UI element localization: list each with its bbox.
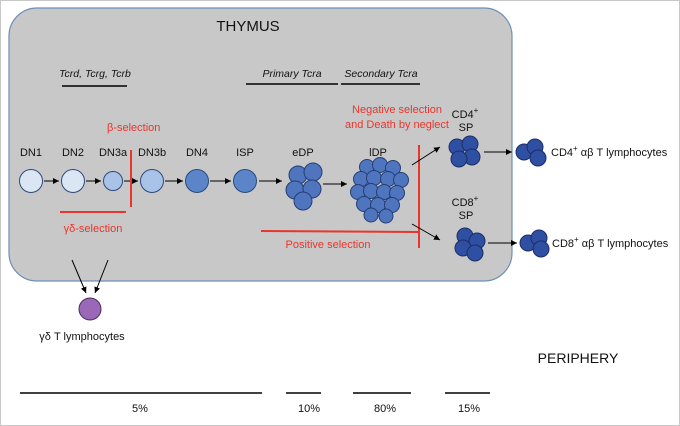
cd4-sp-label: CD4+ xyxy=(452,106,479,121)
gd-selection-label: γδ-selection xyxy=(64,223,123,235)
cd8-sp-sublabel: SP xyxy=(459,210,474,222)
gd-lineage-arrows xyxy=(71,259,109,294)
positive-selection-label: Positive selection xyxy=(286,239,371,251)
sp-branch-arrows xyxy=(411,146,441,241)
cell-dn3a xyxy=(103,171,123,191)
gene-label-early: Tcrd, Tcrg, Tcrb xyxy=(59,68,131,80)
cell-cluster-ldp xyxy=(350,157,409,224)
negative-selection-label-line2: and Death by neglect xyxy=(345,119,449,131)
negative-selection-label-line1: Negative selection xyxy=(352,104,442,116)
cell-gd-lymphocyte xyxy=(78,297,102,321)
periphery-label: PERIPHERY xyxy=(538,350,619,366)
cell-cluster-cd8-periphery xyxy=(519,229,550,258)
stage-label-dn3b: DN3b xyxy=(138,147,166,159)
gene-label-primary: Primary Tcra xyxy=(262,68,321,80)
percentage-label-4: 15% xyxy=(458,403,480,415)
positive-selection-bar xyxy=(260,230,419,233)
percentage-label-1: 5% xyxy=(132,403,148,415)
cd4-output-label: CD4+ αβ T lymphocytes xyxy=(551,144,668,159)
cell-cluster-cd4-periphery xyxy=(515,138,547,167)
beta-selection-label: β-selection xyxy=(107,122,160,134)
percentage-label-2: 10% xyxy=(298,403,320,415)
cell-dn3b xyxy=(140,169,164,193)
cd8-output-label: CD8+ αβ T lymphocytes xyxy=(552,235,669,250)
cd8-sp-label: CD8+ xyxy=(452,194,479,209)
cell-dn4 xyxy=(185,169,209,193)
stage-label-ldp: lDP xyxy=(369,147,387,159)
progression-arrows xyxy=(44,178,347,187)
gd-output-label: γδ T lymphocytes xyxy=(39,331,125,343)
stage-label-dn1: DN1 xyxy=(20,147,42,159)
stage-label-dn2: DN2 xyxy=(62,147,84,159)
cell-cluster-cd8-sp xyxy=(454,227,486,262)
percentage-label-3: 80% xyxy=(374,403,396,415)
thymus-title: THYMUS xyxy=(216,18,279,35)
stage-label-isp: ISP xyxy=(236,147,254,159)
thymus-compartment xyxy=(8,7,513,282)
gene-label-secondary: Secondary Tcra xyxy=(344,68,417,80)
stage-label-dn4: DN4 xyxy=(186,147,208,159)
cell-isp xyxy=(233,169,257,193)
cd4-sp-sublabel: SP xyxy=(459,122,474,134)
stage-label-dn3a: DN3a xyxy=(99,147,128,159)
cell-dn1 xyxy=(19,169,43,193)
cell-dn2 xyxy=(61,169,85,193)
stage-label-edp: eDP xyxy=(292,147,313,159)
cell-cluster-cd4-sp xyxy=(448,135,481,168)
periphery-arrows xyxy=(484,149,517,246)
cell-cluster-edp xyxy=(285,162,323,211)
